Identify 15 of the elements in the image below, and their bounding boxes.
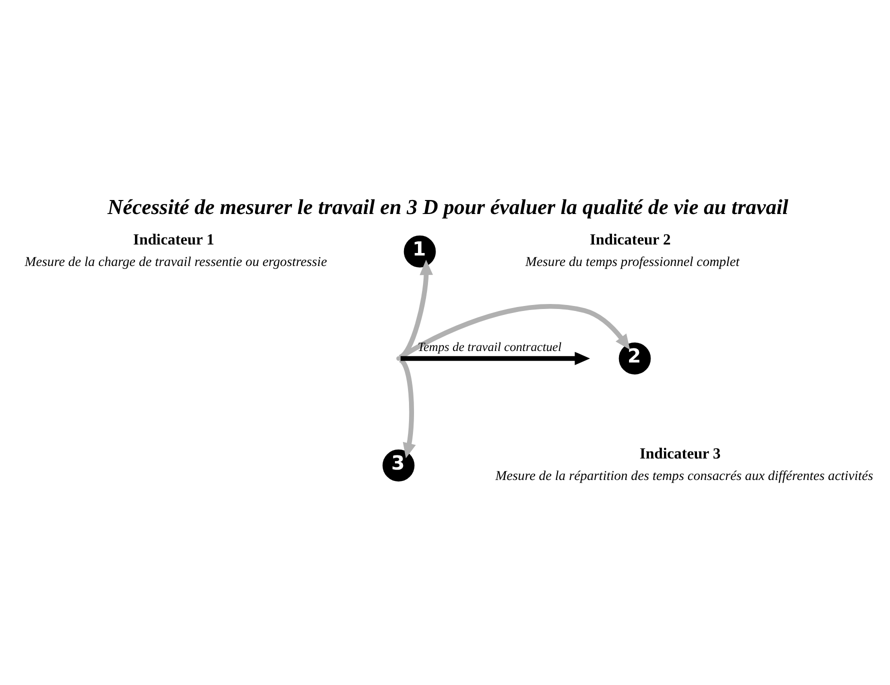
diagram-title: Nécessité de mesurer le travail en 3 D pour évaluer la qualité de vie au travail <box>108 194 788 218</box>
node-label: Indicateur 1 <box>133 231 214 248</box>
node-label: Mesure du temps professionnel complet <box>525 254 740 269</box>
arrow <box>398 357 416 458</box>
node-circle: 2 <box>618 342 651 374</box>
node-circle: 1 <box>404 235 436 267</box>
node-label: Indicateur 3 <box>640 445 721 462</box>
node-label: Mesure de la répartition des temps consacrés aux différentes activités <box>495 468 874 483</box>
node-circle: 3 <box>382 449 414 481</box>
node-label: Indicateur 2 <box>590 231 671 248</box>
arrow <box>398 304 630 360</box>
edge-label: Temps de travail contractuel <box>418 340 562 354</box>
arrow <box>400 351 590 365</box>
node-point <box>396 356 401 360</box>
node-label: Mesure de la charge de travail ressentie ou ergostressie <box>24 254 327 269</box>
